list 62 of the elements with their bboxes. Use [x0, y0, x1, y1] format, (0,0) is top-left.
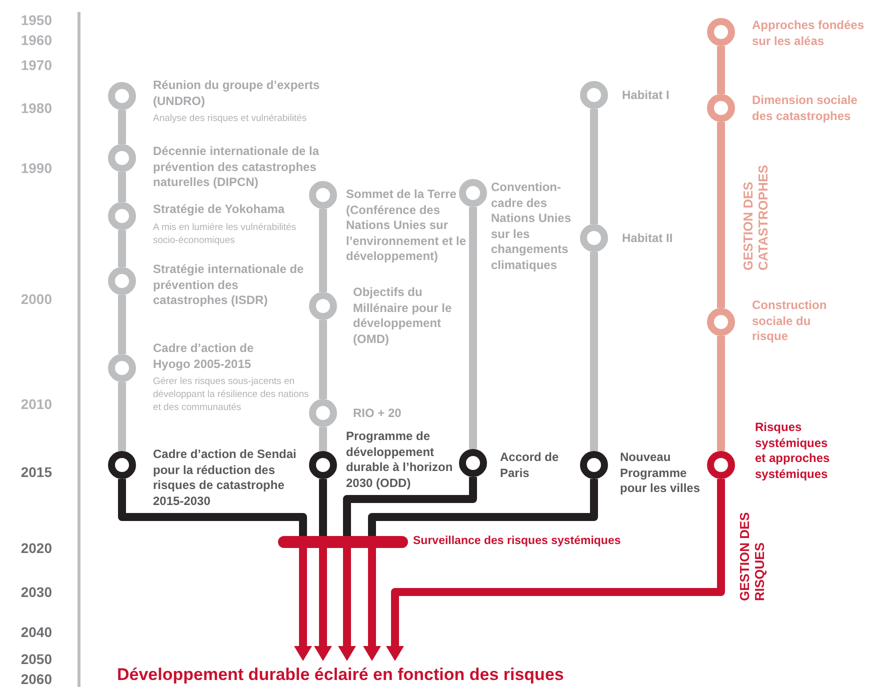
year-label: 1950	[20, 12, 52, 28]
timeline-line	[343, 477, 477, 536]
milestone-title: Décennie internationale de la prévention des catastrophes naturelles (DIPCN)	[153, 144, 320, 190]
timeline-line	[319, 427, 327, 451]
milestone-description: A mis en lumière les vulnérabilités socio-économiques	[153, 221, 298, 247]
milestone-title: Cadre d’action de Hyogo 2005-2015	[153, 341, 255, 372]
milestone-title: Approches fondées sur les aléas	[752, 18, 866, 49]
phase-label: GESTION DES RISQUES	[737, 511, 767, 601]
timeline-line	[590, 109, 598, 224]
year-label: 1980	[20, 100, 52, 116]
timeline-line	[590, 252, 598, 451]
year-label: 2000	[20, 291, 52, 307]
milestone-title: RIO + 20	[353, 406, 402, 422]
outcome-title: Développement durable éclairé en fonction des risques	[117, 664, 564, 685]
year-label: 2010	[20, 396, 52, 412]
milestone-title: Programme de développement durable à l’horizon 2030 (ODD)	[346, 429, 454, 491]
milestone-title: Dimension sociale des catastrophes	[752, 93, 858, 124]
year-label: 2050	[20, 651, 52, 667]
timeline-line	[118, 295, 126, 354]
timeline-line	[118, 172, 126, 202]
year-label: 1970	[20, 57, 52, 73]
milestone-title: Risques systémiques et approches systémiques	[755, 420, 831, 482]
milestone-title: Sommet de la Terre (Conférence des Nations Unies sur l’environnement et le développement)	[346, 187, 468, 264]
year-label: 2040	[20, 624, 52, 640]
milestone-title: Cadre d’action de Sendai pour la réduction des risques de catastrophe 2015-2030	[153, 447, 298, 509]
year-label: 1990	[20, 160, 52, 176]
milestone-title: Construction sociale du risque	[752, 298, 828, 344]
arrow	[363, 548, 381, 661]
timeline-line	[368, 479, 598, 536]
bar-label: Surveillance des risques systémiques	[413, 534, 621, 549]
timeline-line	[118, 230, 126, 267]
timeline-line	[118, 110, 126, 144]
milestone-title: Convention-cadre des Nations Unies sur les changements climatiques	[491, 180, 572, 273]
timeline-line	[319, 479, 327, 536]
milestone-description: Analyse des risques et vulnérabilités	[153, 112, 308, 125]
year-label: 2060	[20, 671, 52, 687]
timeline-line	[717, 336, 725, 451]
year-label: 1960	[20, 32, 52, 48]
year-label: 2020	[20, 540, 52, 556]
milestone-title: Nouveau Programme pour les villes	[620, 450, 702, 496]
milestone-title: Stratégie de Yokohama	[153, 202, 286, 218]
milestone-description: Gérer les risques sous-jacents en développant la résilience des nations et des communautés	[153, 375, 310, 414]
arrow	[314, 548, 332, 661]
arrow	[338, 548, 356, 661]
phase-label: GESTION DES CATASTROPHES	[740, 164, 770, 270]
timeline-line	[118, 479, 307, 536]
arrow	[294, 548, 312, 661]
year-label: 2030	[20, 584, 52, 600]
arrow	[386, 479, 725, 661]
timeline-line	[118, 382, 126, 451]
milestone-title: Accord de Paris	[500, 450, 560, 481]
milestone-title: Habitat I	[622, 88, 670, 104]
timeline-line	[469, 207, 477, 449]
milestone-title: Habitat II	[622, 231, 674, 246]
timeline-line	[717, 46, 725, 94]
milestone-title: Stratégie internationale de prévention des catastrophes (ISDR)	[153, 262, 305, 308]
timeline-line	[319, 320, 327, 399]
milestone-title: Réunion du groupe d’experts (UNDRO)	[153, 78, 321, 109]
year-label: 2015	[20, 464, 52, 480]
timeline-line	[717, 122, 725, 308]
timeline-line	[319, 209, 327, 292]
milestone-title: Objectifs du Millénaire pour le développement (OMD)	[353, 285, 453, 347]
